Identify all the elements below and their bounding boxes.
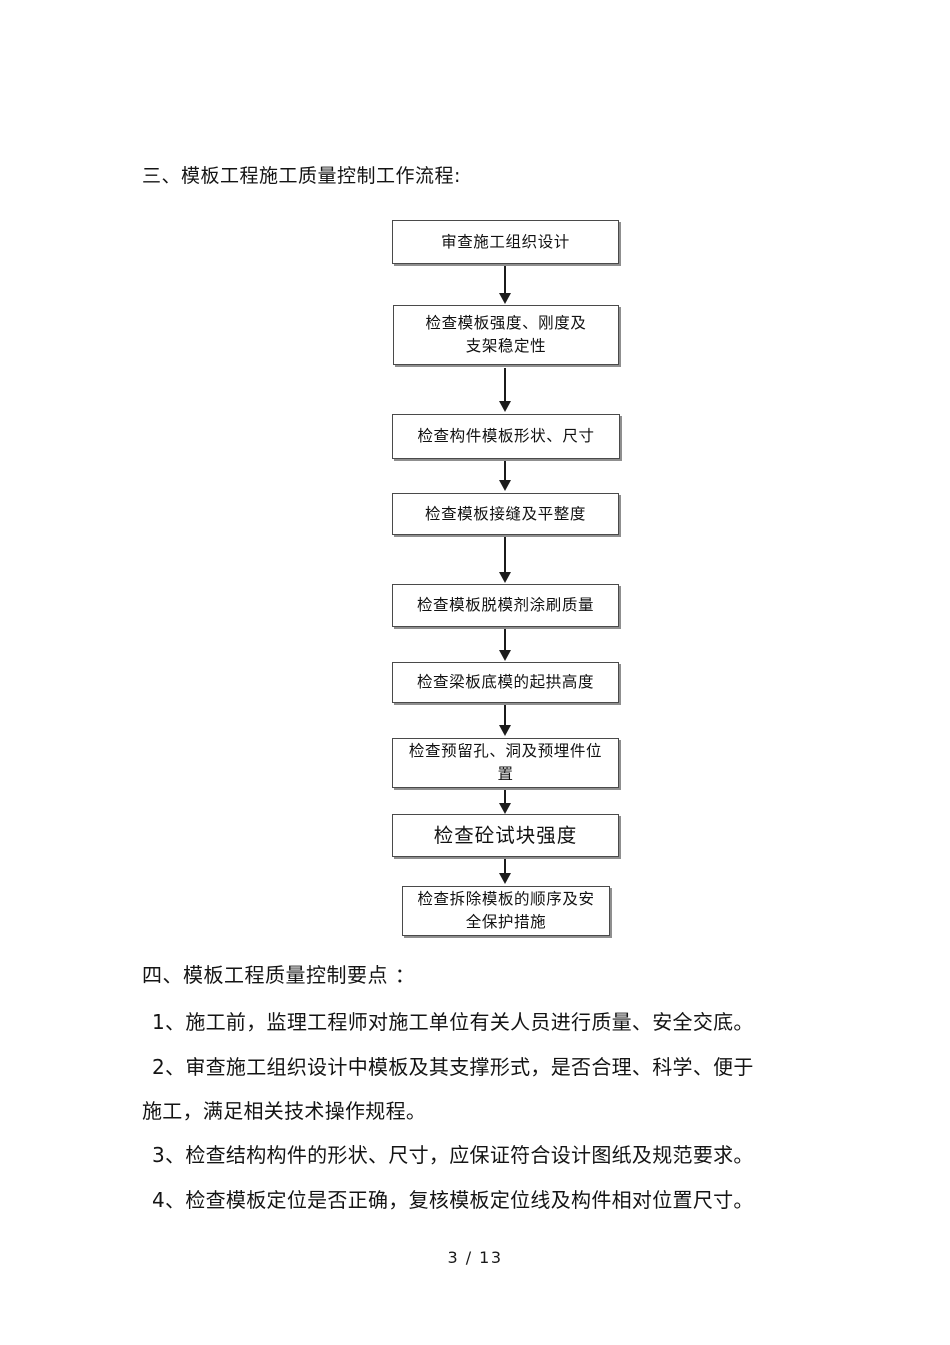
- flow-node-label: 检查拆除模板的顺序及安 全保护措施: [417, 890, 595, 931]
- flow-node-label: 检查模板强度、刚度及 支架稳定性: [425, 314, 587, 355]
- list-item-text: 4、检查模板定位是否正确，复核模板定位线及构件相对位置尺寸。: [152, 1188, 754, 1212]
- flow-node-review-construction-org-design[interactable]: 审查施工组织设计: [392, 220, 619, 264]
- list-item-text: 2、审查施工组织设计中模板及其支撑形式，是否合理、科学、便于: [152, 1055, 754, 1079]
- flow-node-label: 检查预留孔、洞及预埋件位 置: [408, 742, 603, 783]
- flow-connector-3-to-4: [499, 461, 512, 491]
- list-item-1: 1、施工前，监理工程师对施工单位有关人员进行质量、安全交底。: [142, 1000, 842, 1044]
- flow-node-label: 检查梁板底模的起拱高度: [416, 673, 595, 691]
- flow-node-check-member-formwork-shape-size[interactable]: 检查构件模板形状、尺寸: [392, 414, 620, 459]
- list-item-text: 3、检查结构构件的形状、尺寸，应保证符合设计图纸及规范要求。: [152, 1143, 754, 1167]
- flow-connector-6-to-7: [499, 705, 512, 736]
- flow-node-check-formwork-removal-sequence-safety[interactable]: 检查拆除模板的顺序及安 全保护措施: [402, 886, 610, 936]
- flow-node-label: 检查构件模板形状、尺寸: [417, 427, 595, 445]
- section-heading-three: 三、模板工程施工质量控制工作流程:: [142, 165, 461, 187]
- flow-node-label: 检查模板接缝及平整度: [424, 504, 586, 523]
- list-item-text: 1、施工前，监理工程师对施工单位有关人员进行质量、安全交底。: [152, 1010, 754, 1034]
- flow-connector-2-to-3: [499, 368, 512, 412]
- flow-node-check-release-agent-quality[interactable]: 检查模板脱模剂涂刷质量: [392, 584, 619, 627]
- flow-node-label: 检查模板脱模剂涂刷质量: [416, 596, 595, 614]
- flow-connector-4-to-5: [499, 537, 512, 583]
- list-item-3: 3、检查结构构件的形状、尺寸，应保证符合设计图纸及规范要求。: [142, 1133, 842, 1177]
- flow-node-label: 审查施工组织设计: [441, 232, 570, 251]
- flow-connector-5-to-6: [499, 629, 512, 661]
- flow-node-label: 检查砼试块强度: [433, 824, 578, 847]
- quality-control-flowchart: 审查施工组织设计 检查模板强度、刚度及 支架稳定性 检查构件模板形状、尺寸: [392, 220, 620, 936]
- flow-node-check-beam-slab-camber-height[interactable]: 检查梁板底模的起拱高度: [392, 662, 619, 703]
- flow-connector-8-to-9: [499, 859, 512, 884]
- flow-connector-1-to-2: [499, 266, 512, 304]
- section-heading-four: 四、模板工程质量控制要点 ：: [142, 963, 416, 987]
- flow-node-check-formwork-joint-flatness[interactable]: 检查模板接缝及平整度: [392, 493, 619, 535]
- flow-node-check-formwork-strength-stiffness[interactable]: 检查模板强度、刚度及 支架稳定性: [393, 305, 619, 365]
- page-number-text: 3 / 13: [447, 1248, 503, 1267]
- flow-node-check-reserved-holes-embedded-parts[interactable]: 检查预留孔、洞及预埋件位 置: [392, 738, 619, 788]
- list-item-4: 4、检查模板定位是否正确，复核模板定位线及构件相对位置尺寸。: [142, 1178, 842, 1222]
- flow-node-check-concrete-cube-strength[interactable]: 检查砼试块强度: [392, 814, 619, 857]
- list-item-2: 2、审查施工组织设计中模板及其支撑形式，是否合理、科学、便于 施工，满足相关技术…: [142, 1045, 842, 1133]
- list-item-text-continuation: 施工，满足相关技术操作规程。: [142, 1099, 427, 1123]
- page-number-footer: 3 / 13: [0, 1248, 950, 1267]
- flow-connector-7-to-8: [499, 790, 512, 814]
